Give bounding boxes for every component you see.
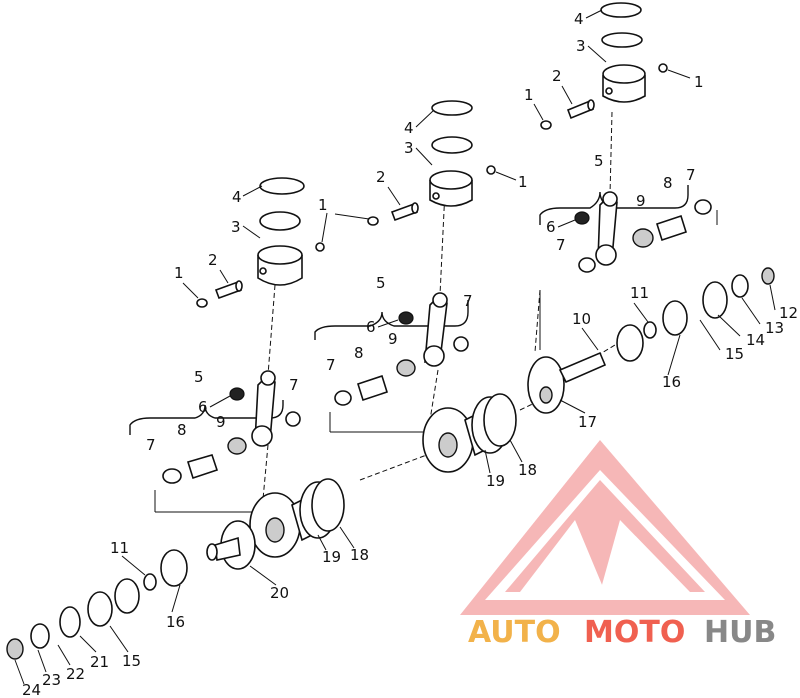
callout-4: 4 bbox=[232, 188, 242, 206]
callout-3: 3 bbox=[404, 139, 414, 157]
watermark-brand-hub: HUB bbox=[704, 615, 776, 650]
callout-5: 5 bbox=[594, 152, 604, 170]
callout-labels: 4 3 2 1 1 4 3 2 1 4 3 2 1 1 5 6 7 7 8 9 … bbox=[22, 10, 798, 698]
callout-6: 6 bbox=[366, 318, 376, 336]
callout-21: 21 bbox=[90, 653, 109, 671]
cylinder-2-piston-group bbox=[334, 100, 496, 226]
callout-18: 18 bbox=[350, 546, 369, 564]
callout-1: 1 bbox=[518, 173, 528, 191]
callout-9: 9 bbox=[388, 330, 398, 348]
callout-24: 24 bbox=[22, 681, 41, 698]
crankshaft-assembly bbox=[6, 267, 775, 660]
callout-6: 6 bbox=[198, 398, 208, 416]
callout-2: 2 bbox=[376, 168, 386, 186]
callout-4: 4 bbox=[404, 119, 414, 137]
callout-2: 2 bbox=[552, 67, 562, 85]
callout-6: 6 bbox=[546, 218, 556, 236]
callout-1: 1 bbox=[694, 73, 704, 91]
callout-7: 7 bbox=[289, 376, 299, 394]
callout-1: 1 bbox=[318, 196, 328, 214]
watermark-logo bbox=[460, 440, 750, 615]
callout-18: 18 bbox=[518, 461, 537, 479]
callout-8: 8 bbox=[354, 344, 364, 362]
callout-7: 7 bbox=[463, 292, 473, 310]
callout-16: 16 bbox=[166, 613, 185, 631]
callout-10: 10 bbox=[572, 310, 591, 328]
watermark-brand-moto: MOTO bbox=[584, 615, 685, 650]
callout-19: 19 bbox=[322, 548, 341, 566]
callout-22: 22 bbox=[66, 665, 85, 683]
callout-15: 15 bbox=[725, 345, 744, 363]
callout-8: 8 bbox=[663, 174, 673, 192]
callout-1: 1 bbox=[174, 264, 184, 282]
conrod-group-b bbox=[314, 292, 469, 433]
callout-12: 12 bbox=[779, 304, 798, 322]
callout-9: 9 bbox=[216, 413, 226, 431]
callout-16: 16 bbox=[662, 373, 681, 391]
callout-7: 7 bbox=[556, 236, 566, 254]
callout-5: 5 bbox=[376, 274, 386, 292]
callout-3: 3 bbox=[231, 218, 241, 236]
callout-23: 23 bbox=[42, 671, 61, 689]
leader-lines bbox=[14, 9, 776, 685]
callout-3: 3 bbox=[576, 37, 586, 55]
conrod-group-c bbox=[539, 185, 718, 350]
callout-2: 2 bbox=[208, 251, 218, 269]
callout-20: 20 bbox=[270, 584, 289, 602]
callout-4: 4 bbox=[574, 10, 584, 28]
watermark-brand-auto: AUTO bbox=[468, 615, 561, 650]
callout-5: 5 bbox=[194, 368, 204, 386]
callout-9: 9 bbox=[636, 192, 646, 210]
conrod-group-a bbox=[129, 370, 301, 513]
callout-14: 14 bbox=[746, 331, 765, 349]
callout-7: 7 bbox=[146, 436, 156, 454]
callout-15: 15 bbox=[122, 652, 141, 670]
cylinder-1-piston-group bbox=[196, 177, 328, 308]
callout-19: 19 bbox=[486, 472, 505, 490]
cylinder-3-piston-group bbox=[540, 2, 668, 130]
callout-1: 1 bbox=[524, 86, 534, 104]
callout-7: 7 bbox=[326, 356, 336, 374]
callout-7: 7 bbox=[686, 166, 696, 184]
callout-11: 11 bbox=[110, 539, 129, 557]
callout-8: 8 bbox=[177, 421, 187, 439]
callout-13: 13 bbox=[765, 319, 784, 337]
callout-11: 11 bbox=[630, 284, 649, 302]
callout-17: 17 bbox=[578, 413, 597, 431]
